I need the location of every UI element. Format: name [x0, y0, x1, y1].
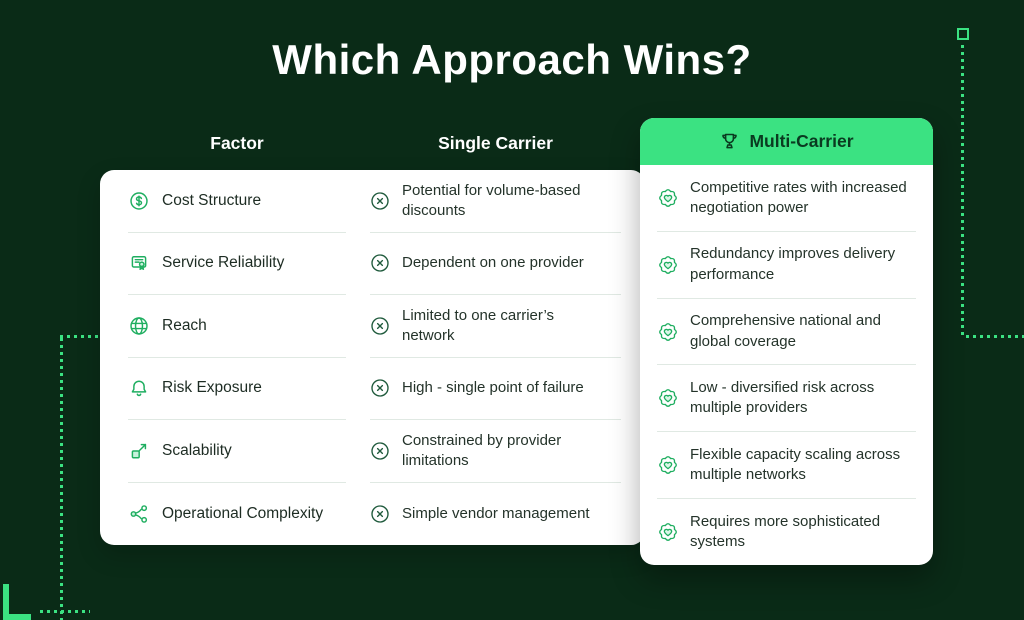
single-carrier-cell: Simple vendor management — [370, 483, 621, 546]
table-row: Reach Limited to one carrier’s network — [100, 295, 645, 358]
table-row: Service Reliability Dependent on one pro… — [100, 233, 645, 296]
table-row: Risk Exposure High - single point of fai… — [100, 358, 645, 421]
table-row: Scalability Constrained by provider limi… — [100, 420, 645, 483]
factor-label: Cost Structure — [162, 191, 262, 209]
heart-badge-icon — [657, 454, 679, 476]
multi-carrier-text: Low - diversified risk across multiple p… — [690, 379, 875, 417]
cross-circle-icon — [370, 378, 390, 398]
table-row: Operational Complexity Simple vendor man… — [100, 483, 645, 546]
square-outline-decoration — [957, 28, 969, 40]
corner-bracket-decoration — [3, 584, 9, 620]
network-nodes-icon — [128, 503, 150, 525]
factor-cell: Service Reliability — [128, 233, 346, 295]
multi-carrier-text: Competitive rates with increased negotia… — [690, 178, 907, 216]
table-row: Cost Structure Potential for volume-base… — [100, 170, 645, 233]
cross-circle-icon — [370, 253, 390, 273]
dotted-line-left-horizontal — [60, 335, 100, 338]
column-gap — [346, 483, 370, 546]
column-gap — [346, 295, 370, 358]
multi-carrier-card: Multi-Carrier Competitive rates with inc… — [640, 118, 933, 565]
column-gap — [346, 170, 370, 233]
multi-carrier-text: Redundancy improves delivery performance — [690, 245, 896, 283]
cross-circle-icon — [370, 316, 390, 336]
factor-label: Operational Complexity — [162, 504, 324, 522]
dotted-line-left-vertical — [60, 338, 63, 620]
scalability-arrow-icon — [128, 440, 150, 462]
single-carrier-text: Constrained by provider limitations — [402, 431, 562, 469]
factor-cell: Risk Exposure — [128, 358, 346, 420]
page-title: Which Approach Wins? — [272, 36, 752, 83]
factor-label: Scalability — [162, 441, 232, 459]
column-header-single: Single Carrier — [438, 133, 553, 153]
globe-icon — [128, 315, 150, 337]
cross-circle-icon — [370, 191, 390, 211]
column-gap — [346, 233, 370, 296]
single-carrier-cell: High - single point of failure — [370, 358, 621, 420]
cross-circle-icon — [370, 504, 390, 524]
multi-carrier-row: Competitive rates with increased negotia… — [657, 165, 916, 232]
column-header-multi: Multi-Carrier — [640, 118, 933, 165]
column-gap — [346, 358, 370, 421]
single-carrier-cell: Constrained by provider limitations — [370, 420, 621, 483]
corner-bracket-decoration — [3, 614, 31, 620]
heart-badge-icon — [657, 254, 679, 276]
factor-cell: Cost Structure — [128, 170, 346, 233]
single-carrier-text: High - single point of failure — [402, 379, 584, 397]
multi-carrier-row: Requires more sophisticated systems — [657, 499, 916, 565]
multi-carrier-text: Requires more sophisticated systems — [690, 512, 881, 551]
multi-carrier-text: Comprehensive national and global covera… — [690, 312, 881, 350]
single-carrier-cell: Potential for volume-based discounts — [370, 170, 621, 233]
multi-carrier-body: Competitive rates with increased negotia… — [640, 165, 933, 565]
factor-cell: Reach — [128, 295, 346, 358]
multi-header-label: Multi-Carrier — [749, 131, 854, 151]
trophy-icon — [719, 131, 740, 152]
single-carrier-text: Dependent on one provider — [402, 254, 584, 272]
multi-carrier-row: Comprehensive national and global covera… — [657, 299, 916, 366]
dotted-line-right-vertical — [961, 45, 964, 335]
heart-badge-icon — [657, 187, 679, 209]
single-carrier-text: Simple vendor management — [402, 504, 590, 522]
multi-carrier-text: Flexible capacity scaling across multipl… — [690, 445, 901, 484]
dotted-line-right-horizontal — [966, 335, 1024, 338]
bell-icon — [128, 377, 150, 399]
heart-badge-icon — [657, 387, 679, 409]
single-carrier-cell: Limited to one carrier’s network — [370, 295, 621, 358]
single-carrier-cell: Dependent on one provider — [370, 233, 621, 295]
factor-cell: Operational Complexity — [128, 483, 346, 546]
factor-label: Service Reliability — [162, 254, 285, 272]
column-header-factor: Factor — [210, 133, 264, 153]
multi-carrier-row: Low - diversified risk across multiple p… — [657, 365, 916, 433]
factor-label: Risk Exposure — [162, 379, 262, 397]
heart-badge-icon — [657, 521, 679, 543]
multi-carrier-row: Redundancy improves delivery performance — [657, 232, 916, 299]
single-carrier-text: Potential for volume-based discounts — [402, 181, 581, 219]
certificate-icon — [128, 252, 150, 274]
dollar-coin-icon — [128, 190, 150, 212]
cross-circle-icon — [370, 441, 390, 461]
factor-cell: Scalability — [128, 420, 346, 483]
factor-label: Reach — [162, 316, 207, 334]
multi-carrier-row: Flexible capacity scaling across multipl… — [657, 432, 916, 500]
column-gap — [346, 420, 370, 483]
single-carrier-text: Limited to one carrier’s network — [402, 306, 555, 344]
heart-badge-icon — [657, 321, 679, 343]
comparison-card: Cost Structure Potential for volume-base… — [100, 170, 645, 545]
dotted-line-bottom-left — [40, 610, 90, 613]
